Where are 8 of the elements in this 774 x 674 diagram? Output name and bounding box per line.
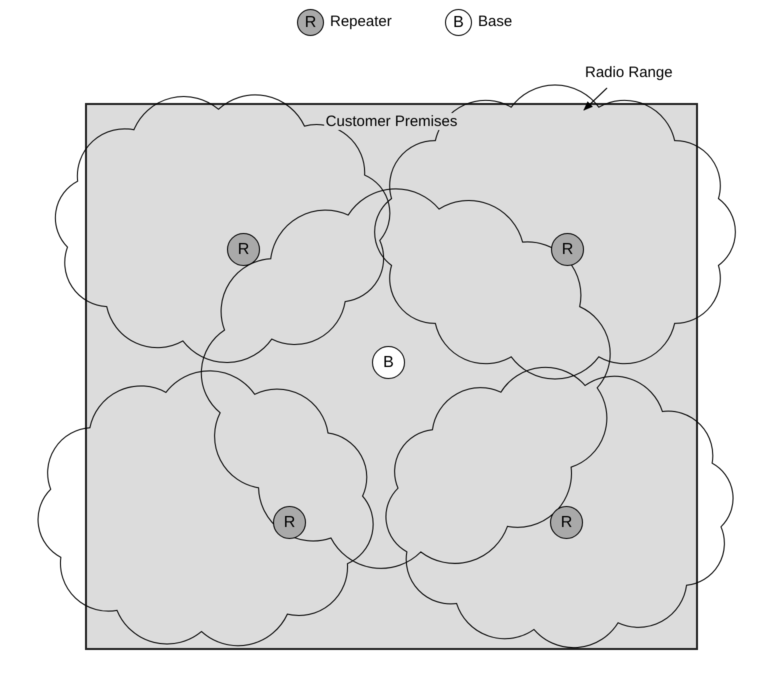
- range-label: Radio Range: [585, 64, 673, 81]
- repeater-symbol: R: [297, 9, 324, 36]
- base-symbol: B: [445, 9, 472, 36]
- leader-arrow: [583, 88, 608, 111]
- premises-area: [85, 103, 698, 650]
- symbol-label: Base: [478, 13, 512, 30]
- symbol-label: Repeater: [330, 13, 392, 30]
- area-label: Customer Premises: [324, 113, 460, 130]
